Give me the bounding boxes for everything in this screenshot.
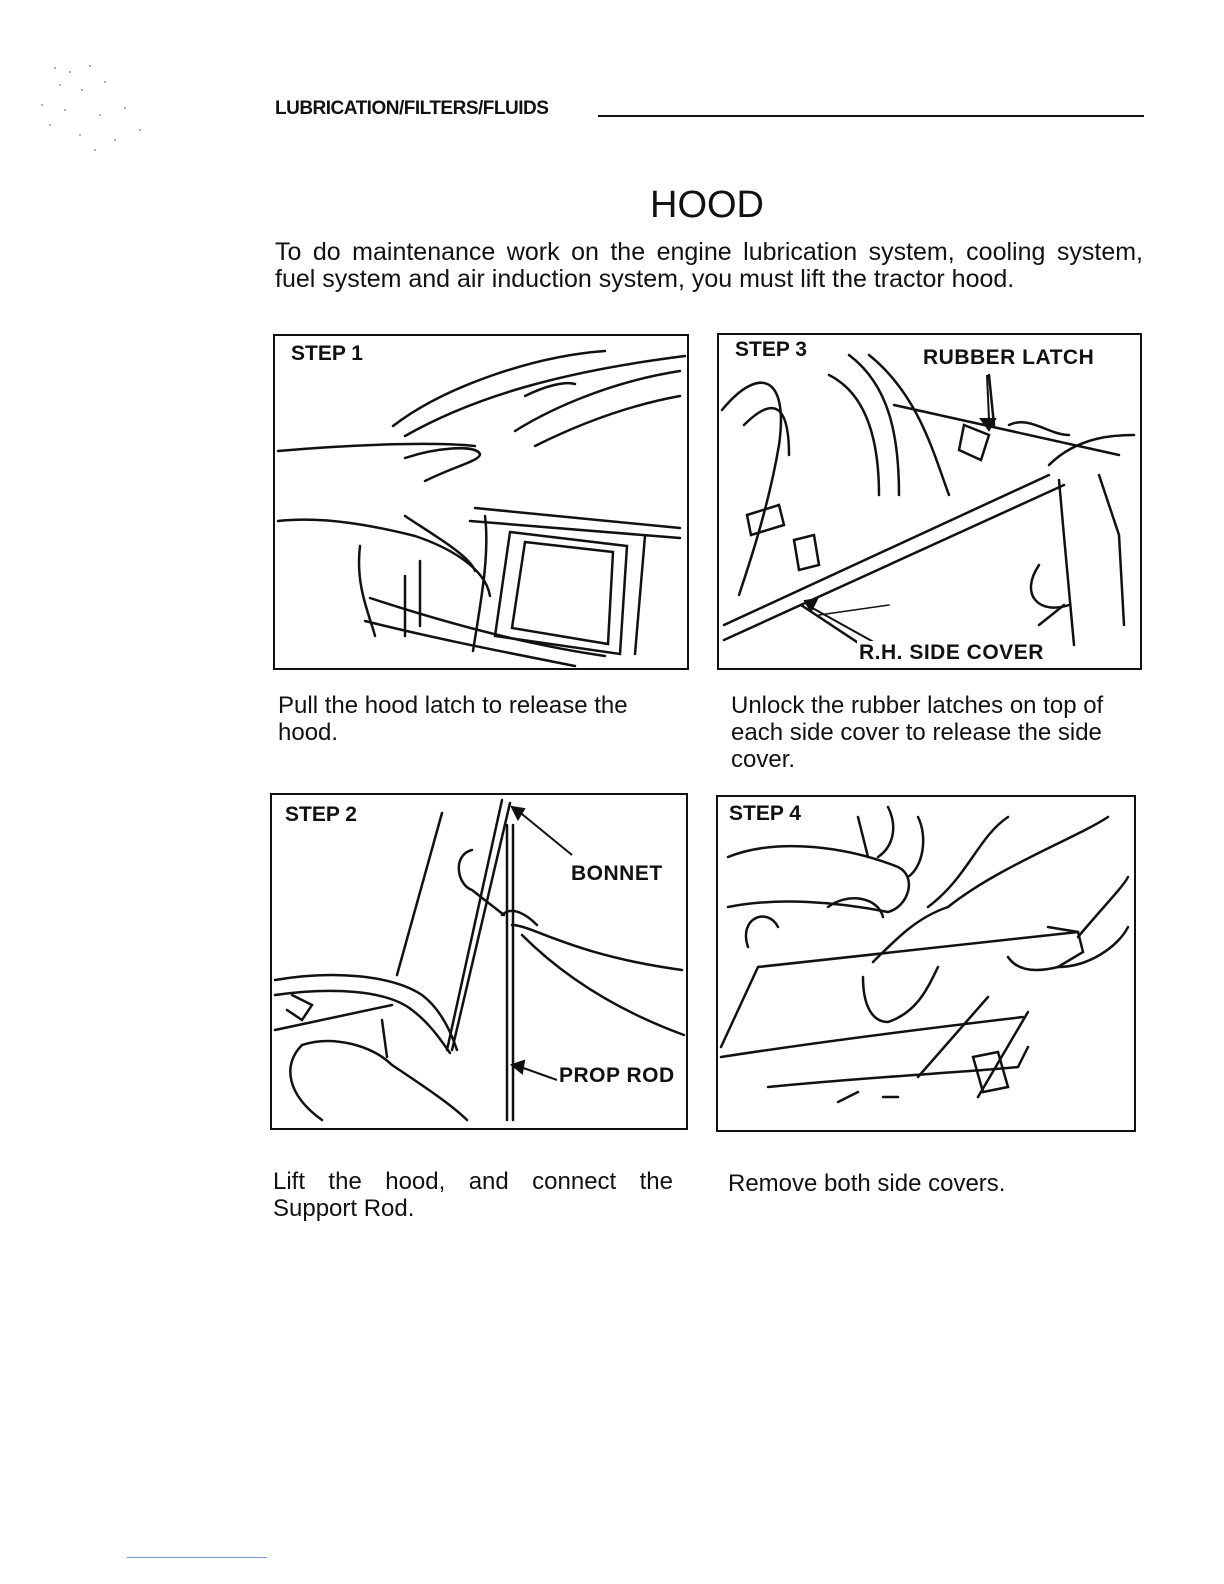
step-4-panel: STEP 4 — [716, 795, 1136, 1132]
rubber-latch-callout: RUBBER LATCH — [921, 346, 1097, 370]
section-header: LUBRICATION/FILTERS/FLUIDS — [275, 98, 549, 119]
rh-side-cover-callout: R.H. SIDE COVER — [857, 641, 1046, 665]
step-2-label: STEP 2 — [283, 803, 359, 827]
step-1-label: STEP 1 — [289, 342, 365, 366]
bonnet-callout: BONNET — [569, 862, 665, 886]
step-2-caption: Lift the hood, and connect the Support R… — [273, 1168, 673, 1222]
step-3-illustration — [720, 353, 1136, 652]
step-1-panel: STEP 1 — [273, 334, 689, 670]
header-rule — [598, 115, 1144, 117]
step-4-caption: Remove both side covers. — [728, 1170, 1006, 1197]
step-2-illustration — [273, 798, 686, 1122]
step-3-label: STEP 3 — [733, 338, 809, 362]
step-4-illustration — [719, 805, 1130, 1104]
step-4-label: STEP 4 — [727, 802, 803, 826]
step-3-panel: STEP 3 RUBBER LATCH R.H. SIDE COVER — [717, 333, 1142, 670]
footer-rule — [127, 1557, 267, 1558]
step-3-caption: Unlock the rubber latches on top of each… — [731, 692, 1104, 773]
intro-paragraph: To do maintenance work on the engine lub… — [275, 238, 1143, 293]
step-1-illustration — [276, 349, 687, 668]
step-1-caption: Pull the hood latch to release the hood. — [278, 692, 628, 746]
prop-rod-callout: PROP ROD — [557, 1064, 677, 1088]
scan-noise — [41, 65, 141, 151]
page-title: HOOD — [650, 184, 764, 226]
step-2-panel: STEP 2 BONNET PROP ROD — [270, 793, 688, 1130]
